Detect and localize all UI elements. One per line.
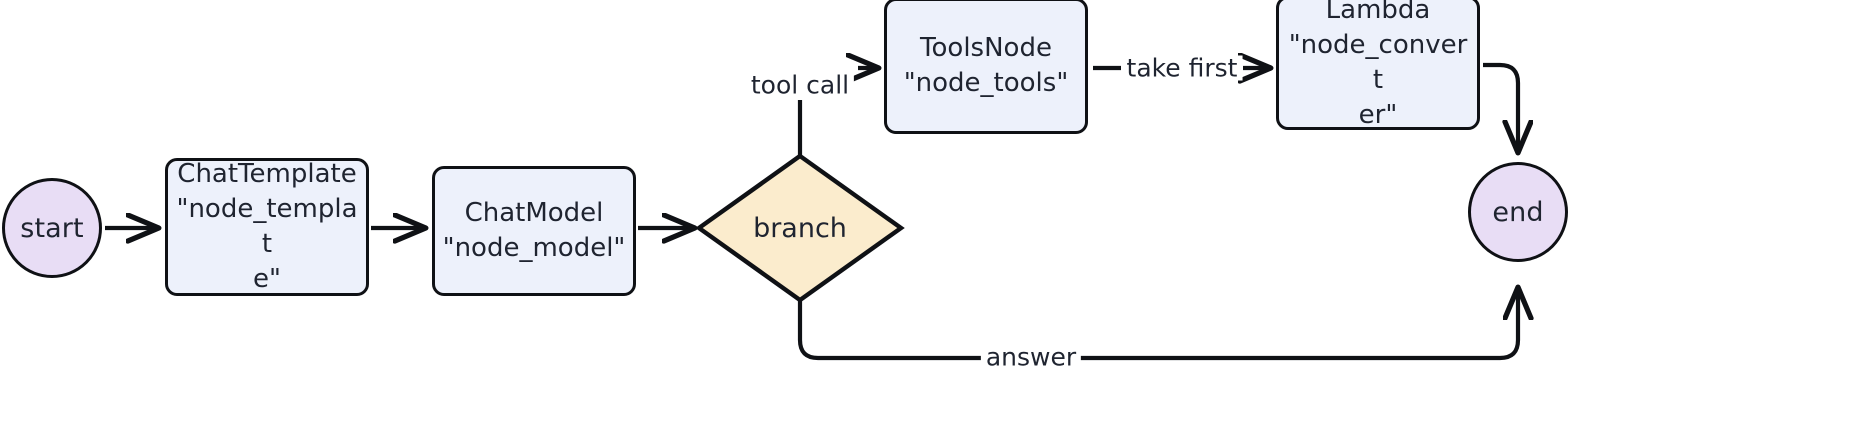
edge-branch-to-end <box>797 288 1518 361</box>
node-lambda[interactable]: Lambda "node_convert er" <box>1276 0 1480 130</box>
node-chatmodel-line-2: "node_model" <box>442 233 626 263</box>
node-toolsnode[interactable]: ToolsNode "node_tools" <box>884 0 1088 134</box>
node-chattemplate-line-3: e" <box>253 264 281 295</box>
node-end-label: end <box>1492 196 1544 228</box>
node-start[interactable]: start <box>2 178 102 278</box>
node-chattemplate-line-1: ChatTemplate <box>177 158 357 189</box>
edge-lambda-to-end <box>1483 62 1518 152</box>
edge-label-take-first: take first <box>1121 55 1243 81</box>
node-end[interactable]: end <box>1468 162 1568 262</box>
node-branch[interactable]: branch <box>735 206 865 250</box>
node-chattemplate[interactable]: ChatTemplate "node_templat e" <box>165 158 369 296</box>
node-lambda-line-3: er" <box>1358 100 1398 131</box>
node-start-label: start <box>20 212 84 244</box>
node-branch-label: branch <box>753 212 847 244</box>
node-chattemplate-line-2: "node_templat <box>176 193 358 259</box>
node-toolsnode-line-2: "node_tools" <box>903 68 1069 98</box>
node-lambda-line-1: Lambda <box>1325 0 1431 25</box>
node-chatmodel[interactable]: ChatModel "node_model" <box>432 166 636 296</box>
node-toolsnode-line-1: ToolsNode <box>920 32 1052 63</box>
node-chatmodel-line-1: ChatModel <box>464 197 604 228</box>
edge-label-answer: answer <box>980 344 1082 370</box>
branch-diamond-shape <box>695 153 905 303</box>
node-lambda-line-2: "node_convert <box>1288 29 1468 95</box>
edge-label-tool-call: tool call <box>745 72 855 98</box>
